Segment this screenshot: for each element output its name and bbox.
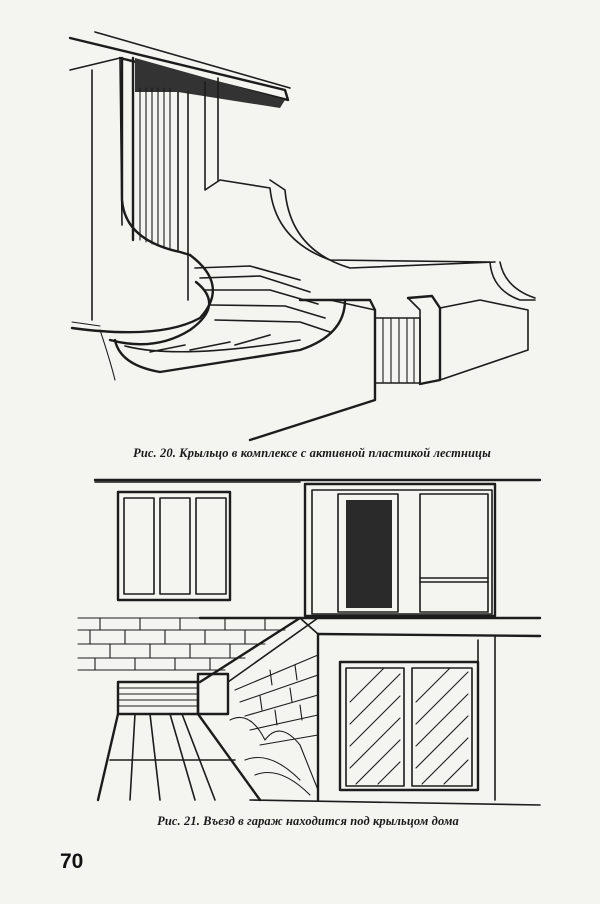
figure-20-caption: Рис. 20. Крыльцо в комплексе с активной … [133,446,491,460]
garage-entrance-illustration [0,470,600,810]
figure-21-caption: Рис. 21. Въезд в гараж находится под кры… [157,814,459,828]
porch-staircase-illustration [0,0,600,445]
page-number: 70 [60,850,84,873]
